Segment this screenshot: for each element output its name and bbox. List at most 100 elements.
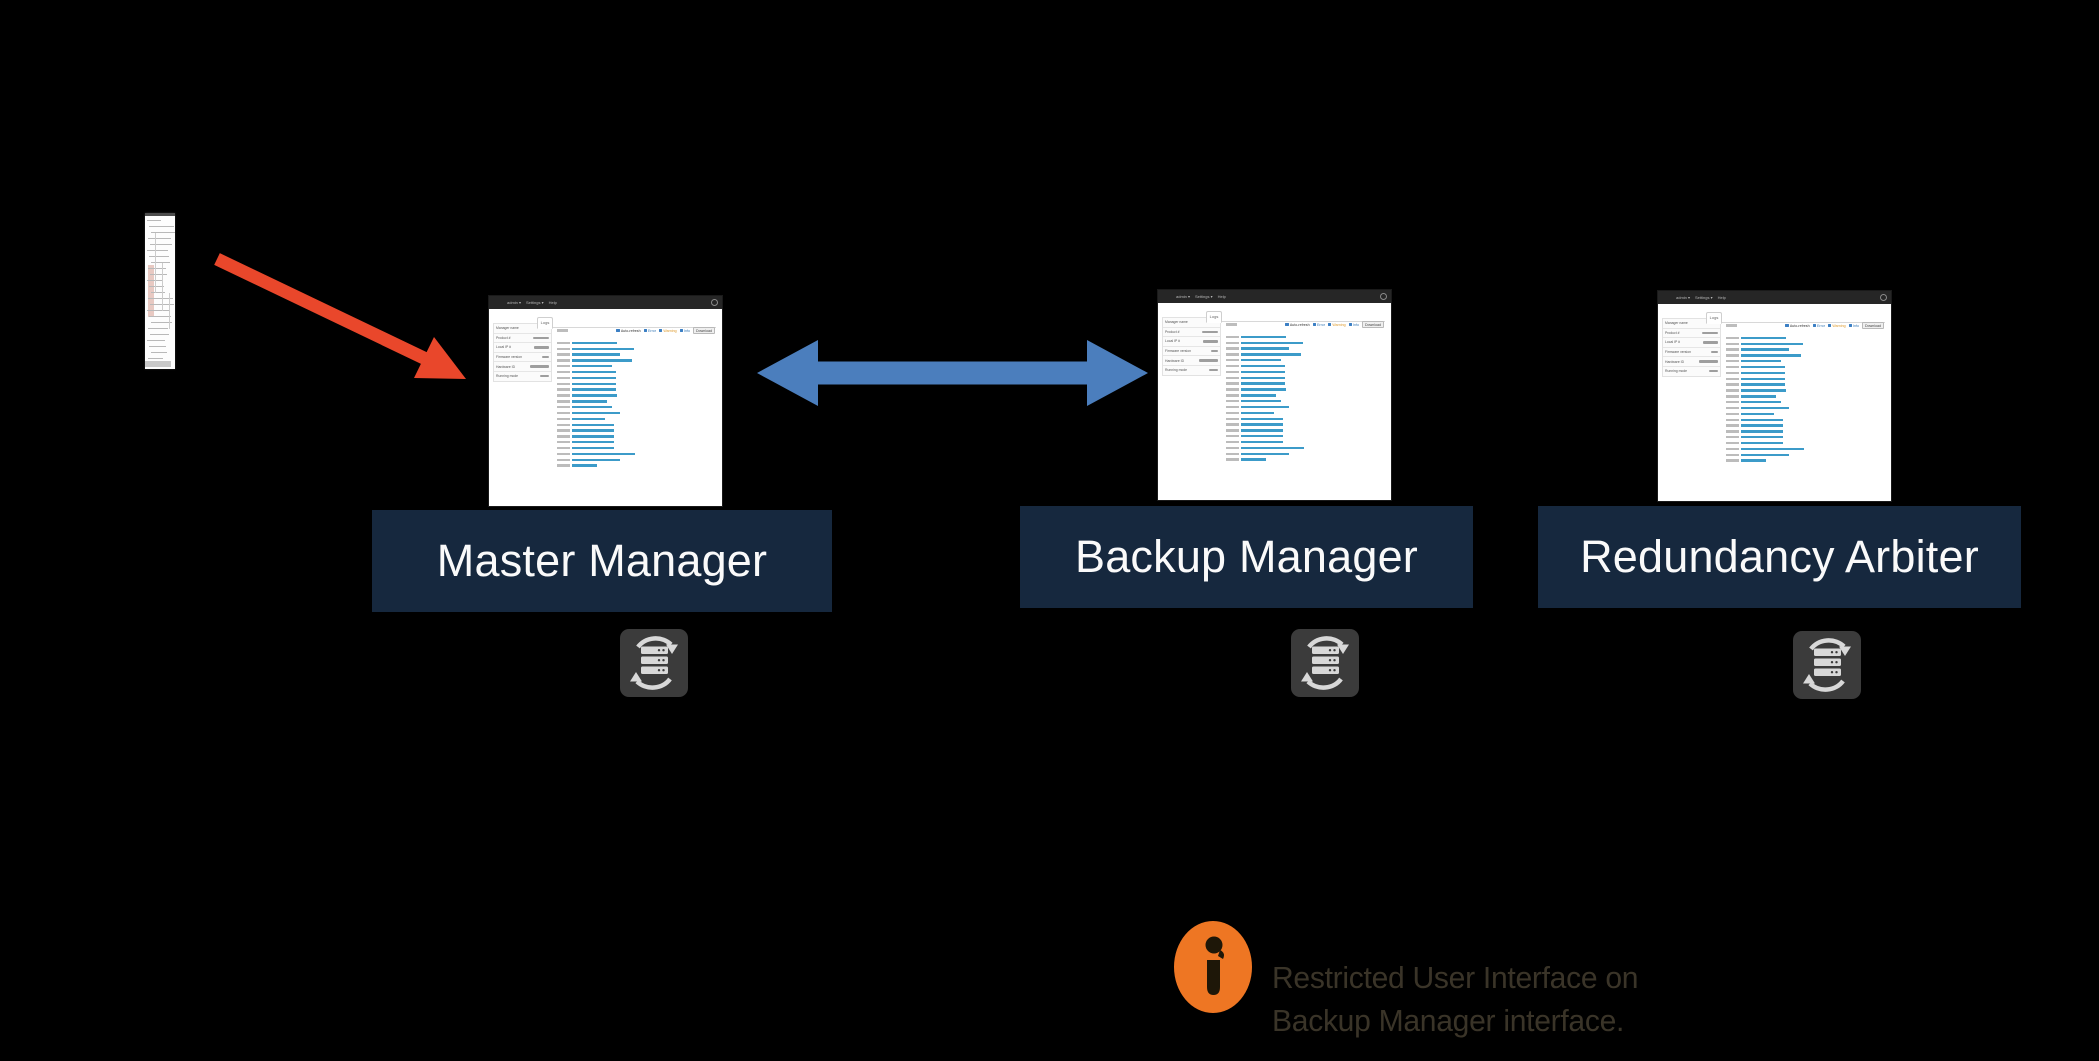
log-row — [1726, 423, 1887, 429]
config-document-thumbnail — [145, 213, 175, 369]
menu-item[interactable]: Help — [548, 300, 557, 305]
menu-item[interactable]: Help — [1217, 294, 1226, 299]
log-row — [557, 387, 718, 393]
sidebar-row: Local IP # — [494, 343, 551, 353]
log-row — [557, 363, 718, 369]
tab-logs[interactable]: Logs — [537, 317, 553, 329]
sidebar-row: Hardware ID — [1663, 357, 1720, 367]
sidebar-row: Running mode — [1663, 367, 1720, 376]
menu-item[interactable]: admin ▾ — [507, 300, 522, 305]
log-row — [1726, 446, 1887, 452]
log-row — [557, 381, 718, 387]
log-filter-auto-refresh[interactable]: Auto-refresh — [1285, 323, 1310, 327]
menu-item[interactable]: Settings ▾ — [526, 300, 544, 305]
log-row — [557, 346, 718, 352]
download-button[interactable]: Download — [1862, 322, 1884, 329]
log-row — [1226, 357, 1387, 363]
log-row — [1226, 457, 1387, 463]
log-row — [557, 352, 718, 358]
log-row — [1726, 458, 1887, 464]
user-icon[interactable] — [711, 299, 718, 306]
log-filter-warning[interactable]: Warning — [658, 329, 677, 333]
log-row — [1226, 363, 1387, 369]
mini-window-titlebar: admin ▾ Settings ▾ Help — [489, 296, 722, 309]
menu-item[interactable]: Settings ▾ — [1195, 294, 1213, 299]
download-button[interactable]: Download — [693, 327, 715, 334]
log-count-text — [1726, 324, 1737, 327]
tab-logs[interactable]: Logs — [1706, 312, 1722, 324]
log-row — [1226, 387, 1387, 393]
log-filter-info[interactable]: Info — [1848, 324, 1859, 328]
server-sync-glyph — [1803, 638, 1851, 692]
server-sync-glyph — [1301, 636, 1349, 690]
log-row — [1226, 428, 1387, 434]
master-sync-icon — [620, 629, 688, 697]
log-row — [1726, 417, 1887, 423]
log-filter-error[interactable]: Error — [643, 329, 656, 333]
menu-item[interactable]: Settings ▾ — [1695, 295, 1713, 300]
log-row — [557, 439, 718, 445]
blue-double-arrow — [757, 340, 1148, 406]
log-row — [1226, 381, 1387, 387]
log-row — [1226, 439, 1387, 445]
document-titlebar — [145, 213, 175, 216]
sidebar-row: Product # — [1663, 329, 1720, 339]
log-row — [1726, 382, 1887, 388]
note-line-1: Restricted User Interface on — [1272, 960, 1639, 995]
note-text: Restricted User Interface on Backup Mana… — [1272, 956, 1639, 1042]
download-button[interactable]: Download — [1362, 321, 1384, 328]
log-row — [1226, 340, 1387, 346]
log-row — [1226, 375, 1387, 381]
user-icon[interactable] — [1380, 293, 1387, 300]
log-row — [557, 422, 718, 428]
log-filter-info[interactable]: Info — [679, 329, 690, 333]
log-row — [557, 358, 718, 364]
log-row — [1226, 392, 1387, 398]
log-row — [1226, 410, 1387, 416]
menu-item[interactable]: admin ▾ — [1676, 295, 1691, 300]
log-row — [557, 404, 718, 410]
log-filter-info[interactable]: Info — [1348, 323, 1359, 327]
menu-item[interactable]: admin ▾ — [1176, 294, 1191, 299]
user-icon[interactable] — [1880, 294, 1887, 301]
sidebar-row: Local IP # — [1163, 337, 1220, 347]
sidebar-row: Running mode — [1163, 366, 1220, 375]
log-row — [557, 428, 718, 434]
log-row — [1726, 411, 1887, 417]
log-row — [1226, 404, 1387, 410]
info-icon — [1174, 921, 1252, 1013]
log-filter-warning[interactable]: Warning — [1827, 324, 1846, 328]
log-row — [1726, 393, 1887, 399]
log-filter-auto-refresh[interactable]: Auto-refresh — [1785, 324, 1810, 328]
log-row — [1726, 376, 1887, 382]
tab-logs[interactable]: Logs — [1206, 311, 1222, 323]
log-row — [1726, 388, 1887, 394]
log-filter-error[interactable]: Error — [1312, 323, 1325, 327]
log-row — [557, 410, 718, 416]
log-row — [1726, 440, 1887, 446]
log-row — [557, 398, 718, 404]
log-row — [557, 463, 718, 469]
log-row — [1226, 334, 1387, 340]
log-row — [1226, 422, 1387, 428]
log-filter-error[interactable]: Error — [1812, 324, 1825, 328]
menu-item[interactable]: Help — [1717, 295, 1726, 300]
log-filter-auto-refresh[interactable]: Auto-refresh — [616, 329, 641, 333]
log-list — [1726, 335, 1887, 464]
note-line-2: Backup Manager interface. — [1272, 1003, 1625, 1038]
log-row — [1726, 370, 1887, 376]
arbiter-sync-icon — [1793, 631, 1861, 699]
sidebar-row: Firmware version — [1163, 347, 1220, 357]
mini-window-menu: admin ▾ Settings ▾ Help — [1676, 291, 1726, 304]
log-filter-warning[interactable]: Warning — [1327, 323, 1346, 327]
sidebar-row: Local IP # — [1663, 338, 1720, 348]
log-row — [1726, 347, 1887, 353]
backup-manager-label-text: Backup Manager — [1074, 531, 1418, 582]
